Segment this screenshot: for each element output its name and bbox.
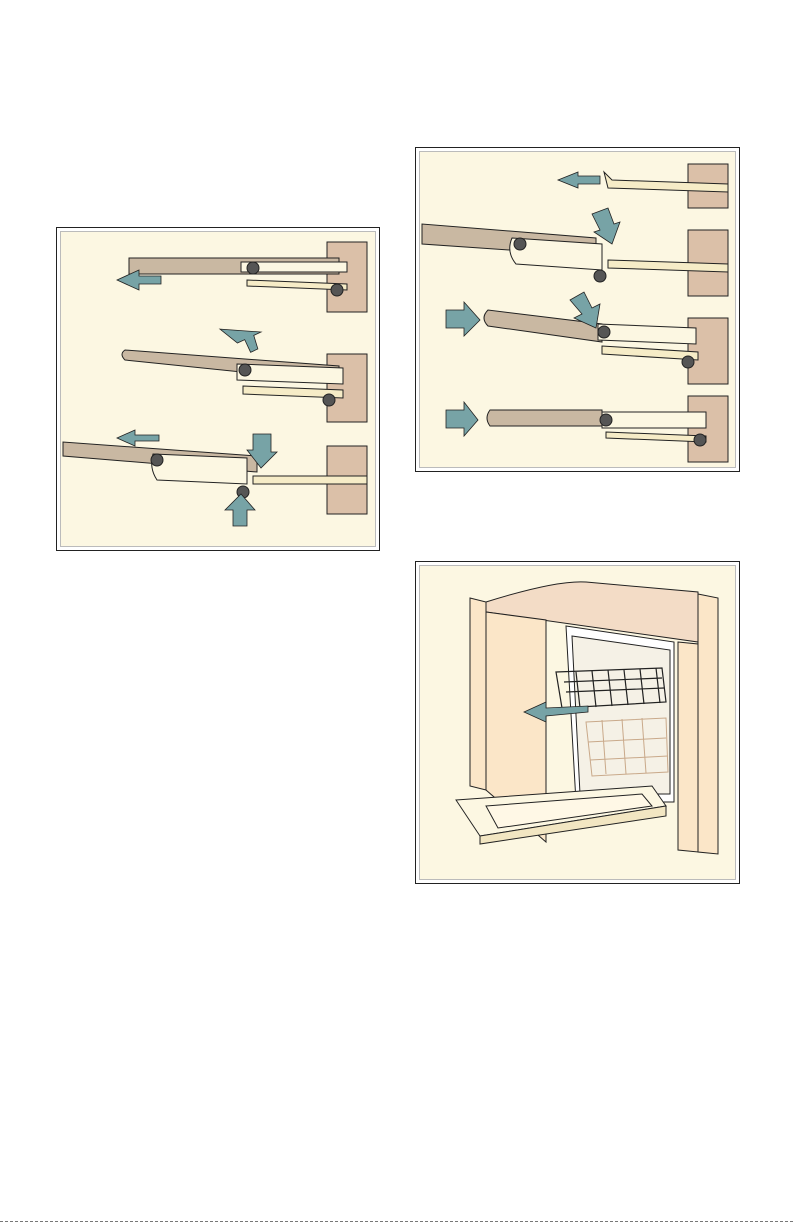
- hinge-wheel: [598, 326, 610, 338]
- dishwasher-illustration: [416, 562, 741, 885]
- hinge-wheel: [247, 262, 259, 274]
- hinge-wheel: [323, 394, 335, 406]
- cabinet-side: [327, 354, 367, 422]
- hinge-removal-illustration: [57, 228, 381, 552]
- page-cut-line: [0, 1221, 793, 1222]
- push-right-arrow: [446, 302, 480, 336]
- pull-left-arrow: [117, 430, 159, 446]
- hinge-wheel: [514, 238, 526, 250]
- hinge-bracket: [598, 324, 696, 344]
- cabinet-side: [327, 242, 367, 312]
- lift-up-arrow: [220, 314, 267, 360]
- hinge-wheel: [682, 356, 694, 368]
- hinge-wheel: [594, 270, 606, 282]
- pull-left-arrow: [558, 172, 600, 188]
- hinge-wheel: [239, 364, 251, 376]
- cabinet-side: [470, 598, 486, 790]
- hinge-bracket: [602, 412, 706, 428]
- rack-rail: [487, 410, 602, 426]
- hinge-bracket: [237, 364, 343, 384]
- push-right-arrow: [446, 402, 478, 436]
- hinge-wheel: [600, 414, 612, 426]
- hinge-wheel: [151, 454, 163, 466]
- hinge-install-illustration: [416, 148, 741, 473]
- cabinet-front-right: [678, 642, 698, 852]
- cabinet-side: [688, 396, 728, 462]
- figure-hinge-install: [415, 147, 740, 472]
- cabinet-side: [698, 594, 718, 854]
- hinge-bracket: [152, 454, 247, 484]
- figure-hinge-removal: [56, 227, 380, 551]
- hinge-wheel: [694, 434, 706, 446]
- hinge-wheel: [331, 284, 343, 296]
- dishwasher-interior: [572, 636, 670, 794]
- hinge-arm: [253, 476, 367, 484]
- figure-dishwasher-rack-removal: [415, 561, 740, 884]
- press-up-arrow: [225, 494, 255, 526]
